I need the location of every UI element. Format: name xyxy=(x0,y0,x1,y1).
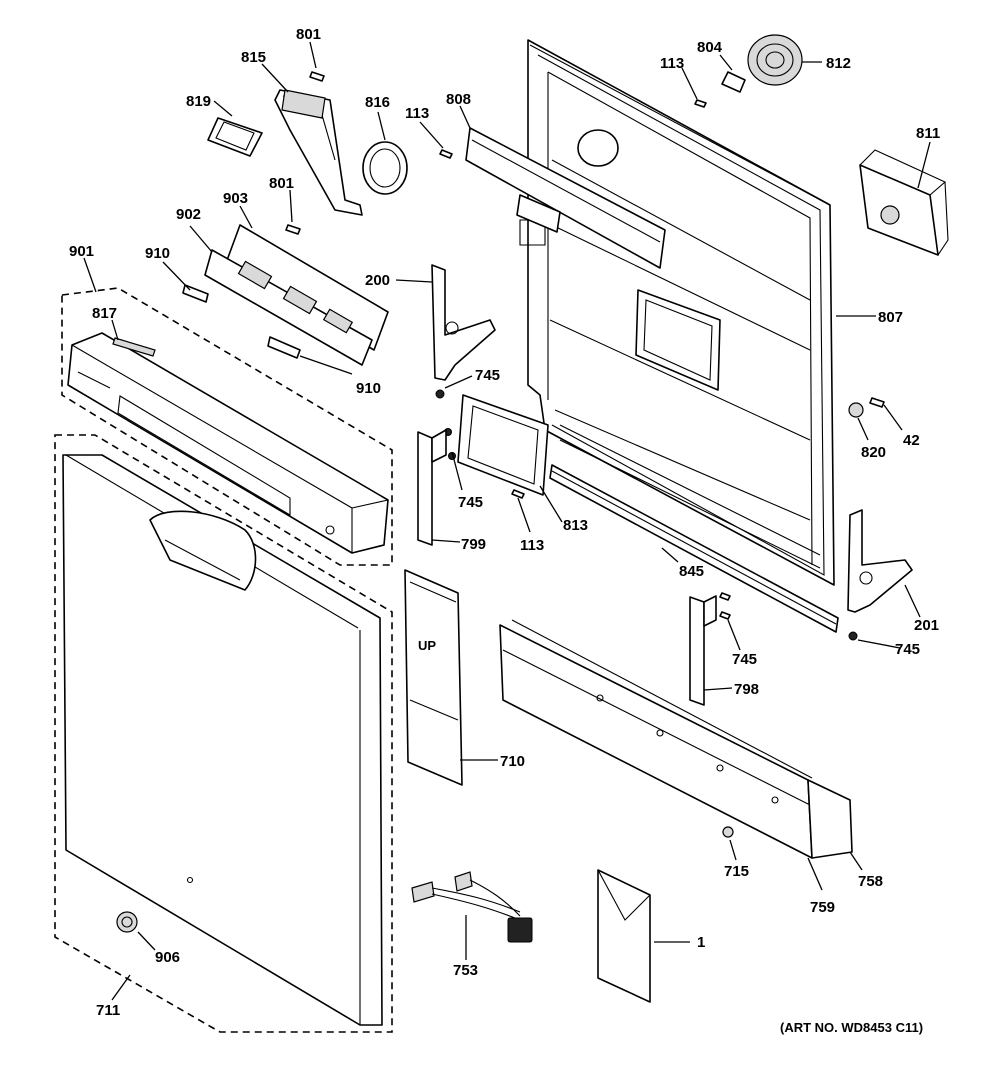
control-console xyxy=(61,287,393,566)
callout-745-bracket: 745 xyxy=(458,494,483,511)
callout-816: 816 xyxy=(365,94,390,111)
callout-845: 845 xyxy=(679,563,704,580)
detergent-gasket xyxy=(457,394,549,496)
vent-assembly xyxy=(207,89,408,216)
callout-815: 815 xyxy=(241,49,266,66)
callout-910-top: 910 xyxy=(145,245,170,262)
callout-902: 902 xyxy=(176,206,201,223)
callout-801-top: 801 xyxy=(296,26,321,43)
top-right-components xyxy=(465,34,949,269)
wire-harness xyxy=(411,871,533,943)
screws xyxy=(285,71,885,838)
door-inner-panel xyxy=(519,39,835,586)
callout-201: 201 xyxy=(914,617,939,634)
callout-910-bottom: 910 xyxy=(356,380,381,397)
callout-745-lower: 745 xyxy=(732,651,757,668)
outer-door-panel xyxy=(54,434,393,1033)
up-label: UP xyxy=(418,638,436,653)
callout-817: 817 xyxy=(92,305,117,322)
control-board-assembly xyxy=(182,224,389,366)
callout-745-right: 745 xyxy=(895,641,920,658)
callout-813: 813 xyxy=(563,517,588,534)
callout-113-bottom: 113 xyxy=(520,537,544,554)
callout-711: 711 xyxy=(96,1002,120,1019)
callout-811: 811 xyxy=(916,125,940,142)
callout-113-right: 113 xyxy=(660,55,684,72)
leader-lines xyxy=(83,41,931,1001)
callout-808: 808 xyxy=(446,91,471,108)
callout-906: 906 xyxy=(155,949,180,966)
kick-plate xyxy=(499,619,853,859)
callout-807: 807 xyxy=(878,309,903,326)
literature-envelope xyxy=(597,869,651,1003)
door-gasket-strip xyxy=(549,464,839,633)
callout-753: 753 xyxy=(453,962,478,979)
callout-113-left: 113 xyxy=(405,105,429,122)
callout-labels: 801 815 819 816 801 113 808 804 113 812 … xyxy=(69,26,940,1019)
callout-710: 710 xyxy=(500,753,525,770)
callout-715: 715 xyxy=(724,863,749,880)
side-brackets xyxy=(417,429,717,706)
callout-799: 799 xyxy=(461,536,486,553)
callout-200: 200 xyxy=(365,272,390,289)
callout-759: 759 xyxy=(810,899,835,916)
callout-801-mid: 801 xyxy=(269,175,294,192)
callout-745-hinge: 745 xyxy=(475,367,500,384)
callout-901: 901 xyxy=(69,243,94,260)
callout-819: 819 xyxy=(186,93,211,110)
callout-804: 804 xyxy=(697,39,723,56)
insulation-block: UP xyxy=(404,569,463,786)
art-number-label: (ART NO. WD8453 C11) xyxy=(780,1020,924,1035)
callout-812: 812 xyxy=(826,55,851,72)
callout-758: 758 xyxy=(858,873,883,890)
callout-820: 820 xyxy=(861,444,886,461)
callout-1: 1 xyxy=(697,934,705,951)
callout-798: 798 xyxy=(734,681,759,698)
hinges xyxy=(431,264,913,613)
callout-42: 42 xyxy=(903,432,920,449)
callout-903: 903 xyxy=(223,190,248,207)
